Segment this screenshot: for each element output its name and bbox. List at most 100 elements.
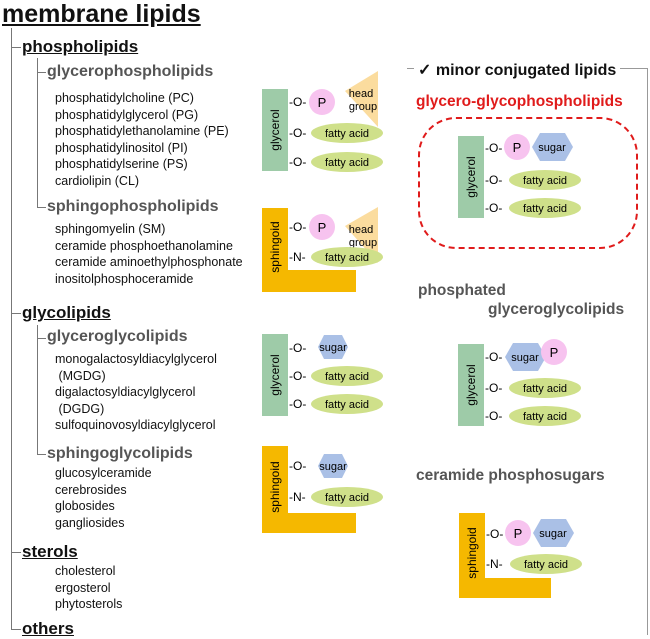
ceramide-phosphosugar-diagram: sphingoid P sugar -O- -N- fatty acid xyxy=(459,513,582,598)
fatty-acid-shape xyxy=(509,378,581,398)
glycerol-label: glycerol xyxy=(464,156,478,197)
section-glycolipids: glycolipids xyxy=(22,303,111,322)
n-link-label: -N- xyxy=(486,557,503,571)
fatty-acid-shape xyxy=(311,123,383,143)
group-label: group xyxy=(349,101,377,113)
subtree-line-phospho xyxy=(37,58,38,208)
sugar-hexagon xyxy=(532,133,573,161)
sphingophospholipid-diagram: sphingoid head group P -O- -N- fatty aci… xyxy=(262,207,383,292)
list-item: sulfoquinovosyldiacylglycerol xyxy=(55,418,216,432)
sphingoid-label: sphingoid xyxy=(268,461,282,512)
head-label: head xyxy=(349,88,373,100)
fatty-acid-shape xyxy=(509,170,581,190)
phosphate-circle xyxy=(541,339,567,365)
phosphate-label: P xyxy=(514,526,523,541)
list-item: gangliosides xyxy=(55,515,125,530)
fatty-acid-shape xyxy=(509,198,581,218)
sugar-hexagon xyxy=(533,519,574,547)
glycerophospholipid-list: phosphatidylcholine (PC) phosphatidylgly… xyxy=(55,90,229,189)
glycerol-label: glycerol xyxy=(268,354,282,395)
sugar-hexagon xyxy=(318,454,348,478)
section-others: others xyxy=(22,619,74,638)
fatty-acid-shape xyxy=(509,406,581,426)
phosphated-glyceroglycolipid-diagram: glycerol sugar P -O- -O- fatty acid -O- … xyxy=(458,339,581,426)
sugar-label: sugar xyxy=(511,352,539,364)
sugar-label: sugar xyxy=(538,142,566,154)
sphingoid-backbone xyxy=(459,513,551,598)
list-item: phosphatidylethanolamine (PE) xyxy=(55,124,229,138)
glycero-glycophospholipids-title: glycero-glycophospholipids xyxy=(416,93,623,110)
list-item: sphingomyelin (SM) xyxy=(55,222,166,236)
list-item: inositolphosphoceramide xyxy=(55,271,194,286)
phosphated-title-line1: phosphated xyxy=(418,282,506,300)
tree-branch-glycolipids xyxy=(11,313,21,314)
list-item: ergosterol xyxy=(55,580,111,595)
page-title: membrane lipids xyxy=(2,0,201,28)
o-link-label: -O- xyxy=(485,173,502,187)
subtree-branch-glyceroglyco xyxy=(37,338,46,339)
o-link-label: -O- xyxy=(485,381,502,395)
subtree-line-glyco xyxy=(37,325,38,455)
list-item: monogalactosyldiacylglycerol xyxy=(55,352,217,366)
phosphate-circle xyxy=(505,520,531,546)
glycerol-backbone xyxy=(458,136,484,218)
o-link-label: -O- xyxy=(289,341,306,355)
fatty-acid-label: fatty acid xyxy=(325,252,369,264)
n-link-label: -N- xyxy=(289,490,306,504)
section-sterols: sterols xyxy=(22,542,78,561)
phosphated-title-line2: glyceroglycolipids xyxy=(488,301,629,319)
list-item: phosphatidylserine (PS) xyxy=(55,157,188,171)
phosphate-label: P xyxy=(513,140,522,155)
list-item: digalactosyldiacylglycerol xyxy=(55,385,196,399)
subsection-sphingoglycolipids: sphingoglycolipids xyxy=(47,445,193,462)
o-link-label: -O- xyxy=(485,409,502,423)
phosphate-label: P xyxy=(318,95,327,110)
phosphate-label: P xyxy=(318,220,327,235)
phosphate-circle xyxy=(504,134,530,160)
sugar-label: sugar xyxy=(319,461,347,473)
subsection-glyceroglycolipids: glyceroglycolipids xyxy=(47,328,188,345)
tree-branch-others xyxy=(11,629,21,630)
sphingoglycolipid-list: glucosylceramide cerebrosides globosides… xyxy=(55,465,152,531)
glyceroglycolipid-list: monogalactosyldiacylglycerol (MGDG) diga… xyxy=(55,351,217,434)
glycerol-label: glycerol xyxy=(464,364,478,405)
list-item: cardiolipin (CL) xyxy=(55,173,140,188)
glycerophospholipid-diagram: glycerol head group P -O- -O- fatty acid… xyxy=(262,71,383,172)
fatty-acid-shape xyxy=(510,554,582,574)
list-item: ceramide aminoethylphosphonate xyxy=(55,255,243,269)
sugar-hexagon xyxy=(505,343,546,371)
section-phospholipids: phospholipids xyxy=(22,37,139,56)
sphingoglycolipid-diagram: sphingoid sugar -O- -N- fatty acid xyxy=(262,446,383,533)
glyceroglycolipid-diagram: glycerol sugar -O- -O- fatty acid -O- fa… xyxy=(262,334,383,416)
list-item: (DGDG) xyxy=(55,401,105,416)
o-link-label: -O- xyxy=(289,155,306,169)
o-link-label: -O- xyxy=(485,350,502,364)
subsection-glycerophospholipids: glycerophospholipids xyxy=(47,63,214,80)
fatty-acid-label: fatty acid xyxy=(325,399,369,411)
phosphate-circle xyxy=(309,89,335,115)
fatty-acid-label: fatty acid xyxy=(325,492,369,504)
list-item: globosides xyxy=(55,499,115,513)
list-item: (MGDG) xyxy=(55,368,106,383)
sugar-label: sugar xyxy=(319,342,347,354)
list-item: cerebrosides xyxy=(55,482,127,497)
subtree-branch-sphingoglyco xyxy=(37,454,46,455)
o-link-label: -O- xyxy=(289,95,306,109)
fatty-acid-label: fatty acid xyxy=(523,175,567,187)
sphingophospholipid-list: sphingomyelin (SM) ceramide phosphoethan… xyxy=(55,221,243,287)
glycerol-label: glycerol xyxy=(268,109,282,150)
fatty-acid-shape xyxy=(311,247,383,267)
tree-branch-sterols xyxy=(11,552,21,553)
fatty-acid-label: fatty acid xyxy=(524,559,568,571)
fatty-acid-label: fatty acid xyxy=(325,157,369,169)
fatty-acid-label: fatty acid xyxy=(325,371,369,383)
list-item: cholesterol xyxy=(55,564,116,578)
fatty-acid-label: fatty acid xyxy=(523,383,567,395)
phosphate-label: P xyxy=(550,345,559,360)
sphingoid-backbone xyxy=(262,446,356,533)
o-link-label: -O- xyxy=(289,369,306,383)
o-link-label: -O- xyxy=(289,220,306,234)
highlight-dashed-oval xyxy=(418,117,638,249)
o-link-label: -O- xyxy=(289,126,306,140)
tree-branch-phospholipids xyxy=(11,47,21,48)
